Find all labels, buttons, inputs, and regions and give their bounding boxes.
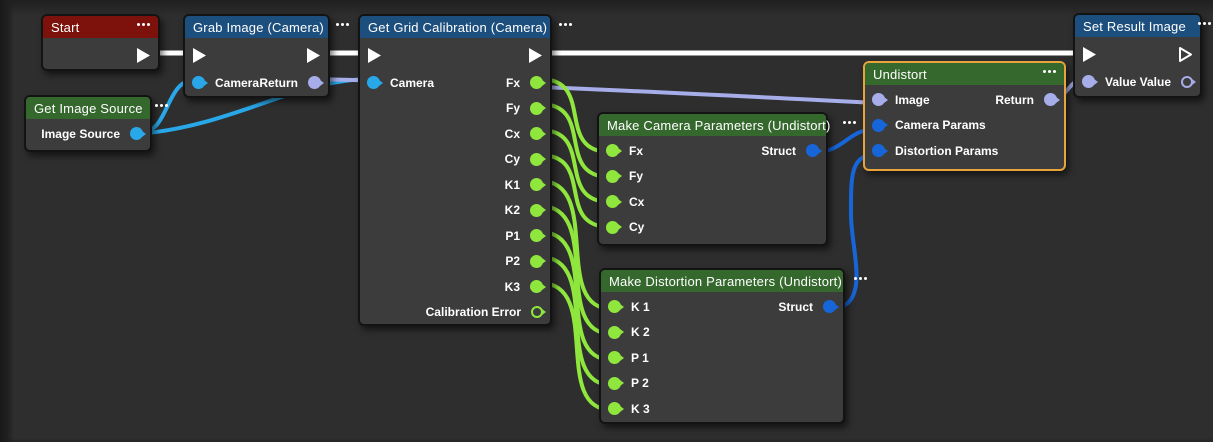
port-label: Calibration Error <box>425 305 521 320</box>
input-port-image[interactable] <box>872 93 888 107</box>
input-port-camera[interactable] <box>192 76 208 90</box>
node-get-grid-calibration[interactable]: Get Grid Calibration (Camera) Camera Fx … <box>358 14 563 326</box>
output-port-return[interactable] <box>308 76 324 90</box>
port-label: P1 <box>505 228 520 243</box>
node-make-distortion-parameters[interactable]: Make Distortion Parameters (Undistort) K… <box>599 268 857 424</box>
port-label: Image Source <box>41 126 120 141</box>
output-port-k2[interactable] <box>530 203 546 217</box>
exec-out-pin[interactable] <box>528 47 543 64</box>
port-label: Cy <box>504 152 520 167</box>
input-port-distortion-params[interactable] <box>872 144 888 158</box>
port-label: Fy <box>505 101 520 116</box>
output-port-struct[interactable] <box>823 300 839 314</box>
port-label: Camera Params <box>895 118 986 133</box>
input-port-cy[interactable] <box>606 220 622 234</box>
output-port-fy[interactable] <box>530 101 546 115</box>
port-label: K2 <box>504 203 520 218</box>
input-port-k2[interactable] <box>608 325 624 339</box>
port-label: Camera <box>390 75 435 90</box>
port-label: K1 <box>504 177 520 192</box>
input-port-p1[interactable] <box>608 351 624 365</box>
node-title: Make Distortion Parameters (Undistort) <box>609 273 842 289</box>
port-label: Return <box>259 75 298 90</box>
port-label: K 3 <box>631 401 650 416</box>
input-port-k3[interactable] <box>608 402 624 416</box>
port-label: Value <box>1139 74 1171 89</box>
node-title: Start <box>51 19 80 35</box>
output-port-cx[interactable] <box>530 127 546 141</box>
input-port-value[interactable] <box>1082 75 1098 89</box>
exec-out-pin[interactable] <box>1178 46 1193 63</box>
port-label: P2 <box>505 254 520 269</box>
port-label: K 2 <box>631 325 650 340</box>
node-set-result-image[interactable]: Set Result Image Value Value <box>1073 13 1202 98</box>
output-port-calibration-error[interactable] <box>531 306 546 319</box>
node-title: Set Result Image <box>1083 18 1186 34</box>
output-port-return[interactable] <box>1044 93 1060 107</box>
port-label: K3 <box>504 279 520 294</box>
node-start[interactable]: Start <box>41 14 160 71</box>
port-label: Fx <box>629 143 644 158</box>
exec-in-pin[interactable] <box>1082 46 1097 63</box>
port-label: Struct <box>761 143 796 158</box>
port-label: Fy <box>629 169 644 184</box>
node-undistort[interactable]: Undistort Image Return Camera Params Dis… <box>863 61 1066 171</box>
node-title: Get Grid Calibration (Camera) <box>368 19 548 35</box>
node-menu-icon[interactable] <box>1197 21 1201 25</box>
node-title: Undistort <box>873 66 927 82</box>
node-menu-icon[interactable] <box>154 103 158 107</box>
input-port-fy[interactable] <box>606 169 622 183</box>
port-label: Camera <box>215 75 260 90</box>
port-label: Struct <box>778 299 813 314</box>
exec-out-pin[interactable] <box>136 47 151 64</box>
node-menu-icon[interactable] <box>854 276 857 280</box>
output-port-k3[interactable] <box>530 280 546 294</box>
node-title: Get Image Source <box>34 100 143 116</box>
port-label: Cx <box>629 194 645 209</box>
node-menu-icon[interactable] <box>559 22 563 26</box>
input-port-fx[interactable] <box>606 144 622 158</box>
input-port-camera-params[interactable] <box>872 118 888 132</box>
port-label: Cx <box>504 126 520 141</box>
exec-out-pin[interactable] <box>306 47 321 64</box>
output-port-image-source[interactable] <box>130 127 146 141</box>
exec-in-pin[interactable] <box>367 47 382 64</box>
output-port-k1[interactable] <box>530 178 546 192</box>
output-port-cy[interactable] <box>530 152 546 166</box>
port-label: P 2 <box>631 376 649 391</box>
input-port-cx[interactable] <box>606 195 622 209</box>
port-label: Fx <box>505 75 520 90</box>
input-port-k1[interactable] <box>608 300 624 314</box>
port-label: Cy <box>629 220 645 235</box>
output-port-struct[interactable] <box>806 144 822 158</box>
output-port-p1[interactable] <box>530 229 546 243</box>
exec-in-pin[interactable] <box>192 47 207 64</box>
node-title: Make Camera Parameters (Undistort) <box>607 117 831 133</box>
node-menu-icon[interactable] <box>335 22 339 26</box>
port-label: Return <box>995 92 1034 107</box>
node-menu-icon[interactable] <box>1043 69 1046 73</box>
port-label: K 1 <box>631 299 650 314</box>
output-port-value[interactable] <box>1181 75 1196 88</box>
output-port-p2[interactable] <box>530 254 546 268</box>
port-label: Value <box>1105 74 1137 89</box>
output-port-fx[interactable] <box>530 76 546 90</box>
input-port-camera[interactable] <box>367 76 383 90</box>
input-port-p2[interactable] <box>608 376 624 390</box>
port-label: Image <box>895 92 930 107</box>
node-title: Grab Image (Camera) <box>193 19 324 35</box>
node-menu-icon[interactable] <box>842 120 846 124</box>
port-label: Distortion Params <box>895 143 999 158</box>
node-make-camera-parameters[interactable]: Make Camera Parameters (Undistort) Fx St… <box>597 112 846 246</box>
node-grab-image[interactable]: Grab Image (Camera) Camera Return <box>183 14 339 98</box>
node-get-image-source[interactable]: Get Image Source Image Source <box>24 95 158 152</box>
port-label: P 1 <box>631 350 649 365</box>
node-menu-icon[interactable] <box>137 22 140 26</box>
